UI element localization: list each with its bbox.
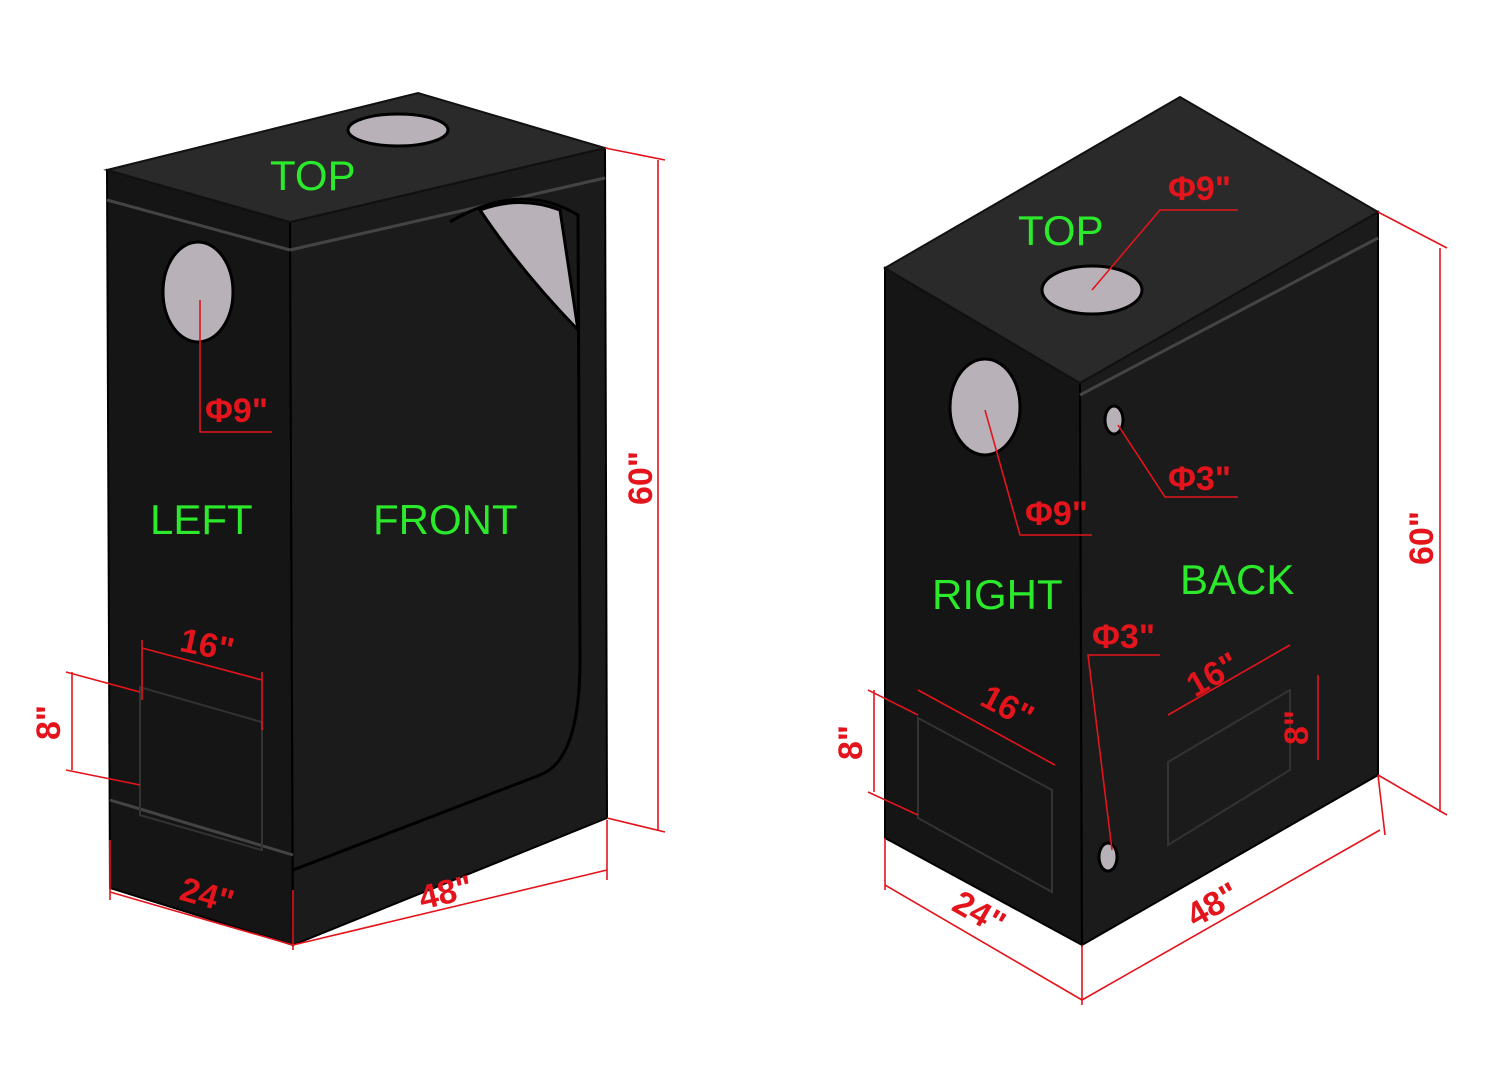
right-tent-small-port-upper-dim: Φ3" [1168,460,1231,498]
left-tent-door-flap [477,201,581,335]
right-tent-small-port-lower [1097,841,1119,873]
right-tent-side-port-dim: Φ9" [1025,495,1088,533]
left-tent-front-door [292,197,582,872]
right-tent-back-vent [1167,688,1291,847]
left-tent-side-port-dim: Φ9" [205,392,268,430]
right-tent-right-vent-height-dim: 8" [832,725,870,760]
left-tent-vent [139,685,263,852]
right-tent-right-vent [917,716,1053,894]
left-tent-height-dim: 60" [622,451,660,505]
right-tent: TOP RIGHT BACK Φ9" Φ9" Φ3" Φ3" 16" 8" 16… [832,95,1448,1005]
right-tent-small-port-lower-dim: Φ3" [1092,618,1155,656]
left-tent-left-label: LEFT [150,496,253,543]
left-tent: TOP LEFT FRONT Φ9" 16" 8" 60" 24" 48" [30,91,666,950]
left-tent-top-port [346,112,450,148]
right-tent-top-port-dim: Φ9" [1168,170,1231,208]
left-tent-front-label: FRONT [373,496,518,543]
right-tent-back-label: BACK [1180,556,1294,603]
right-tent-right-label: RIGHT [932,571,1063,618]
right-tent-side-port [948,357,1022,457]
left-tent-top-label: TOP [270,152,356,199]
right-tent-height-dim: 60" [1403,511,1441,565]
right-tent-top-label: TOP [1018,207,1104,254]
left-tent-side-port [161,240,235,344]
right-tent-back-vent-height-dim: 8" [1278,710,1316,745]
left-tent-vent-height-dim: 8" [30,705,68,740]
